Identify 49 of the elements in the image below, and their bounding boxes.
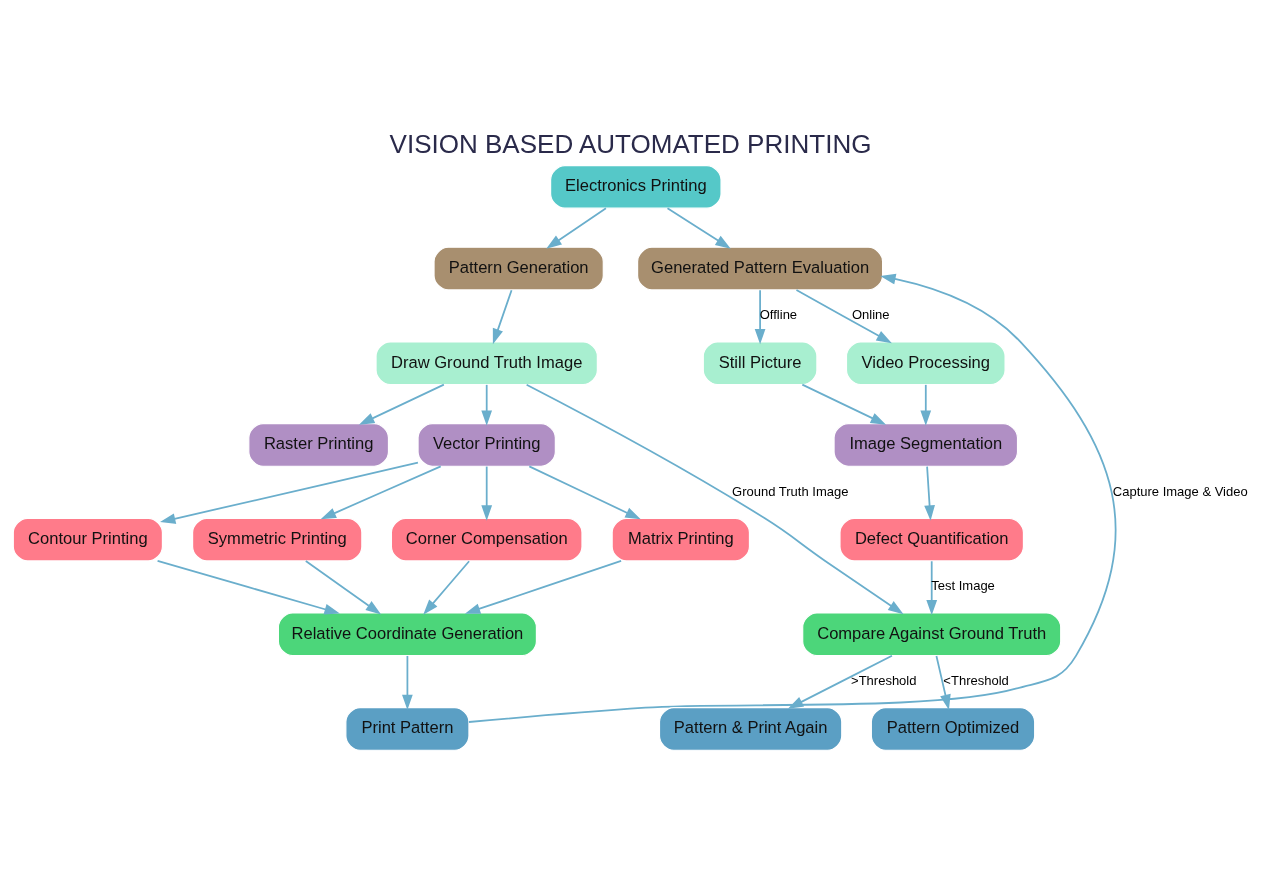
- node-box: Print Pattern: [345, 706, 470, 751]
- arrow: [160, 461, 419, 524]
- edge-label: Ground Truth Image: [732, 483, 849, 499]
- arrow: [935, 654, 951, 710]
- node-box: Vector Printing: [417, 422, 556, 467]
- node-box: Electronics Printing: [550, 164, 722, 209]
- arrow: [666, 206, 731, 249]
- edge-label: Capture Image & Video: [1112, 483, 1248, 499]
- node-box: Defect Quantification: [839, 517, 1024, 561]
- arrow: [787, 654, 893, 709]
- node-box: Pattern & Print Again: [658, 706, 843, 751]
- node-box: Matrix Printing: [611, 517, 751, 561]
- node-box: Image Segmentation: [833, 422, 1019, 467]
- node-box: Relative Coordinate Generation: [277, 611, 537, 656]
- arrow: [801, 383, 887, 425]
- arrow: [926, 559, 938, 615]
- arrow: [795, 288, 892, 343]
- node-box: Compare Against Ground Truth: [802, 611, 1062, 656]
- node-box: Raster Printing: [248, 422, 390, 467]
- node-box: Pattern Generation: [433, 246, 604, 290]
- edge-label: Online: [851, 306, 890, 322]
- node-box: Symmetric Printing: [192, 517, 363, 561]
- node-box: Corner Compensation: [390, 517, 583, 561]
- node-box: Generated Pattern Evaluation: [637, 246, 884, 290]
- arrow: [481, 465, 493, 521]
- arrow: [754, 288, 766, 344]
- edge-label: <Threshold: [943, 672, 1009, 688]
- arrow: [320, 464, 442, 519]
- diagram-title: VISION BASED AUTOMATED PRINTING: [389, 128, 872, 159]
- node-box: Video Processing: [845, 340, 1006, 385]
- arrow: [464, 559, 623, 614]
- arrow: [481, 383, 493, 426]
- arrow: [468, 273, 1117, 723]
- arrow: [920, 383, 932, 426]
- edge-label: >Threshold: [851, 672, 917, 688]
- node-box: Still Picture: [702, 340, 818, 385]
- arrow: [402, 654, 413, 710]
- node-box: Pattern Optimized: [870, 706, 1036, 751]
- arrow: [304, 559, 382, 614]
- arrow: [492, 288, 513, 344]
- arrow: [423, 559, 470, 615]
- arrow: [156, 559, 340, 614]
- node-box: Draw Ground Truth Image: [375, 340, 598, 385]
- arrow: [358, 383, 445, 425]
- arrow: [525, 383, 904, 614]
- arrow: [528, 464, 641, 519]
- node-box: Contour Printing: [12, 517, 163, 561]
- arrow: [924, 465, 935, 521]
- arrow: [546, 206, 607, 249]
